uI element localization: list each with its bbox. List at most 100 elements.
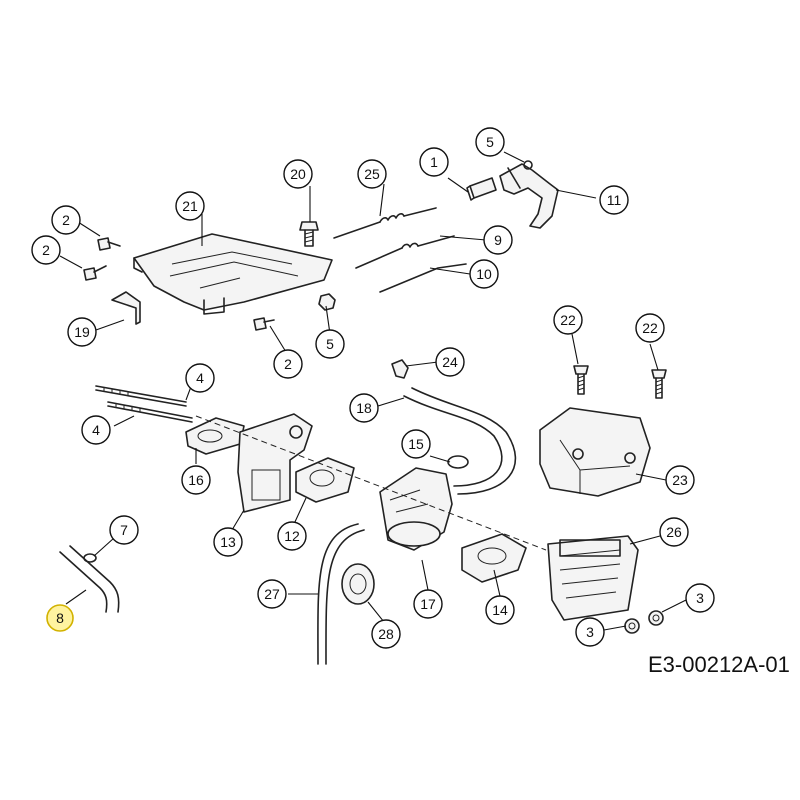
callout-1: 1	[419, 147, 449, 177]
callout-9: 9	[483, 225, 513, 255]
callout-12: 12	[277, 521, 307, 551]
callout-7: 7	[109, 515, 139, 545]
part-air-filter-26	[547, 535, 639, 621]
svg-text:10: 10	[476, 266, 492, 282]
part-bolt-2b	[83, 265, 107, 281]
callout-3: 3	[575, 617, 605, 647]
callout-23: 23	[665, 465, 695, 495]
svg-text:2: 2	[284, 356, 292, 372]
svg-text:17: 17	[420, 596, 436, 612]
svg-text:28: 28	[378, 626, 394, 642]
part-filter-cover-23	[539, 407, 651, 497]
part-grommet-28	[341, 563, 375, 605]
svg-text:4: 4	[92, 422, 100, 438]
callout-21: 21	[175, 191, 205, 221]
part-screw-22a	[573, 365, 589, 395]
callout-10: 10	[469, 259, 499, 289]
callout-16: 16	[181, 465, 211, 495]
svg-text:25: 25	[364, 166, 380, 182]
svg-text:23: 23	[672, 472, 688, 488]
callout-4: 4	[81, 415, 111, 445]
svg-text:8: 8	[56, 610, 64, 626]
part-hose-27	[317, 523, 365, 665]
svg-text:4: 4	[196, 370, 204, 386]
callout-13: 13	[213, 527, 243, 557]
part-gasket-12	[295, 457, 355, 503]
leader-lines	[59, 151, 691, 631]
svg-text:2: 2	[42, 242, 50, 258]
svg-text:18: 18	[356, 400, 372, 416]
callout-15: 15	[401, 429, 431, 459]
svg-text:27: 27	[264, 586, 280, 602]
callout-4: 4	[185, 363, 215, 393]
part-clamp-15	[447, 455, 469, 469]
svg-text:7: 7	[120, 522, 128, 538]
part-screw-20	[299, 221, 319, 247]
callout-22: 22	[553, 305, 583, 335]
svg-text:12: 12	[284, 528, 300, 544]
svg-text:3: 3	[696, 590, 704, 606]
callout-8-highlighted: 8	[46, 604, 74, 632]
part-plate-13	[237, 413, 313, 513]
svg-text:9: 9	[494, 232, 502, 248]
part-fuel-hose-18	[403, 387, 517, 495]
callout-26: 26	[659, 517, 689, 547]
part-nut-3a	[624, 618, 640, 634]
part-gasket-14	[461, 533, 527, 583]
callout-20: 20	[283, 159, 313, 189]
diagram-code-label: E3-00212A-01	[648, 652, 790, 677]
part-bolt-2c	[253, 317, 275, 331]
part-nut-5	[318, 293, 336, 311]
svg-text:19: 19	[74, 324, 90, 340]
svg-text:5: 5	[326, 336, 334, 352]
svg-text:16: 16	[188, 472, 204, 488]
svg-text:14: 14	[492, 602, 508, 618]
svg-text:26: 26	[666, 524, 682, 540]
callout-18: 18	[349, 393, 379, 423]
callout-5: 5	[475, 127, 505, 157]
callout-22: 22	[635, 313, 665, 343]
part-rod-9	[355, 235, 455, 269]
part-stud-4a	[95, 385, 187, 407]
part-bolt-2a	[97, 237, 121, 251]
part-elbow-24	[391, 359, 409, 379]
part-rod-10	[379, 263, 467, 293]
callout-24: 24	[435, 347, 465, 377]
callout-28: 28	[371, 619, 401, 649]
svg-text:1: 1	[430, 154, 438, 170]
part-screw-22b	[651, 369, 667, 399]
callout-2: 2	[51, 205, 81, 235]
callout-14: 14	[485, 595, 515, 625]
part-stud-4b	[107, 401, 193, 423]
part-bracket-19	[111, 291, 141, 325]
part-carburetor-17	[379, 467, 453, 551]
svg-text:13: 13	[220, 534, 236, 550]
callout-2: 2	[31, 235, 61, 265]
part-cover-21	[133, 233, 333, 315]
callout-27: 27	[257, 579, 287, 609]
svg-text:20: 20	[290, 166, 306, 182]
svg-text:15: 15	[408, 436, 424, 452]
part-bolt-1	[466, 177, 497, 201]
callout-11: 11	[599, 185, 629, 215]
svg-text:22: 22	[642, 320, 658, 336]
part-nut-3b	[648, 610, 664, 626]
part-spring-25	[333, 207, 437, 239]
callout-25: 25	[357, 159, 387, 189]
part-throttle-bracket-11	[499, 160, 559, 229]
svg-text:11: 11	[607, 192, 622, 208]
svg-text:21: 21	[182, 198, 198, 214]
part-tube-8	[59, 545, 120, 613]
assembly-axis	[195, 415, 547, 551]
callout-17: 17	[413, 589, 443, 619]
svg-text:24: 24	[442, 354, 458, 370]
svg-text:22: 22	[560, 312, 576, 328]
svg-text:5: 5	[486, 134, 494, 150]
svg-text:3: 3	[586, 624, 594, 640]
callout-2: 2	[273, 349, 303, 379]
callout-3: 3	[685, 583, 715, 613]
svg-text:2: 2	[62, 212, 70, 228]
callout-5: 5	[315, 329, 345, 359]
